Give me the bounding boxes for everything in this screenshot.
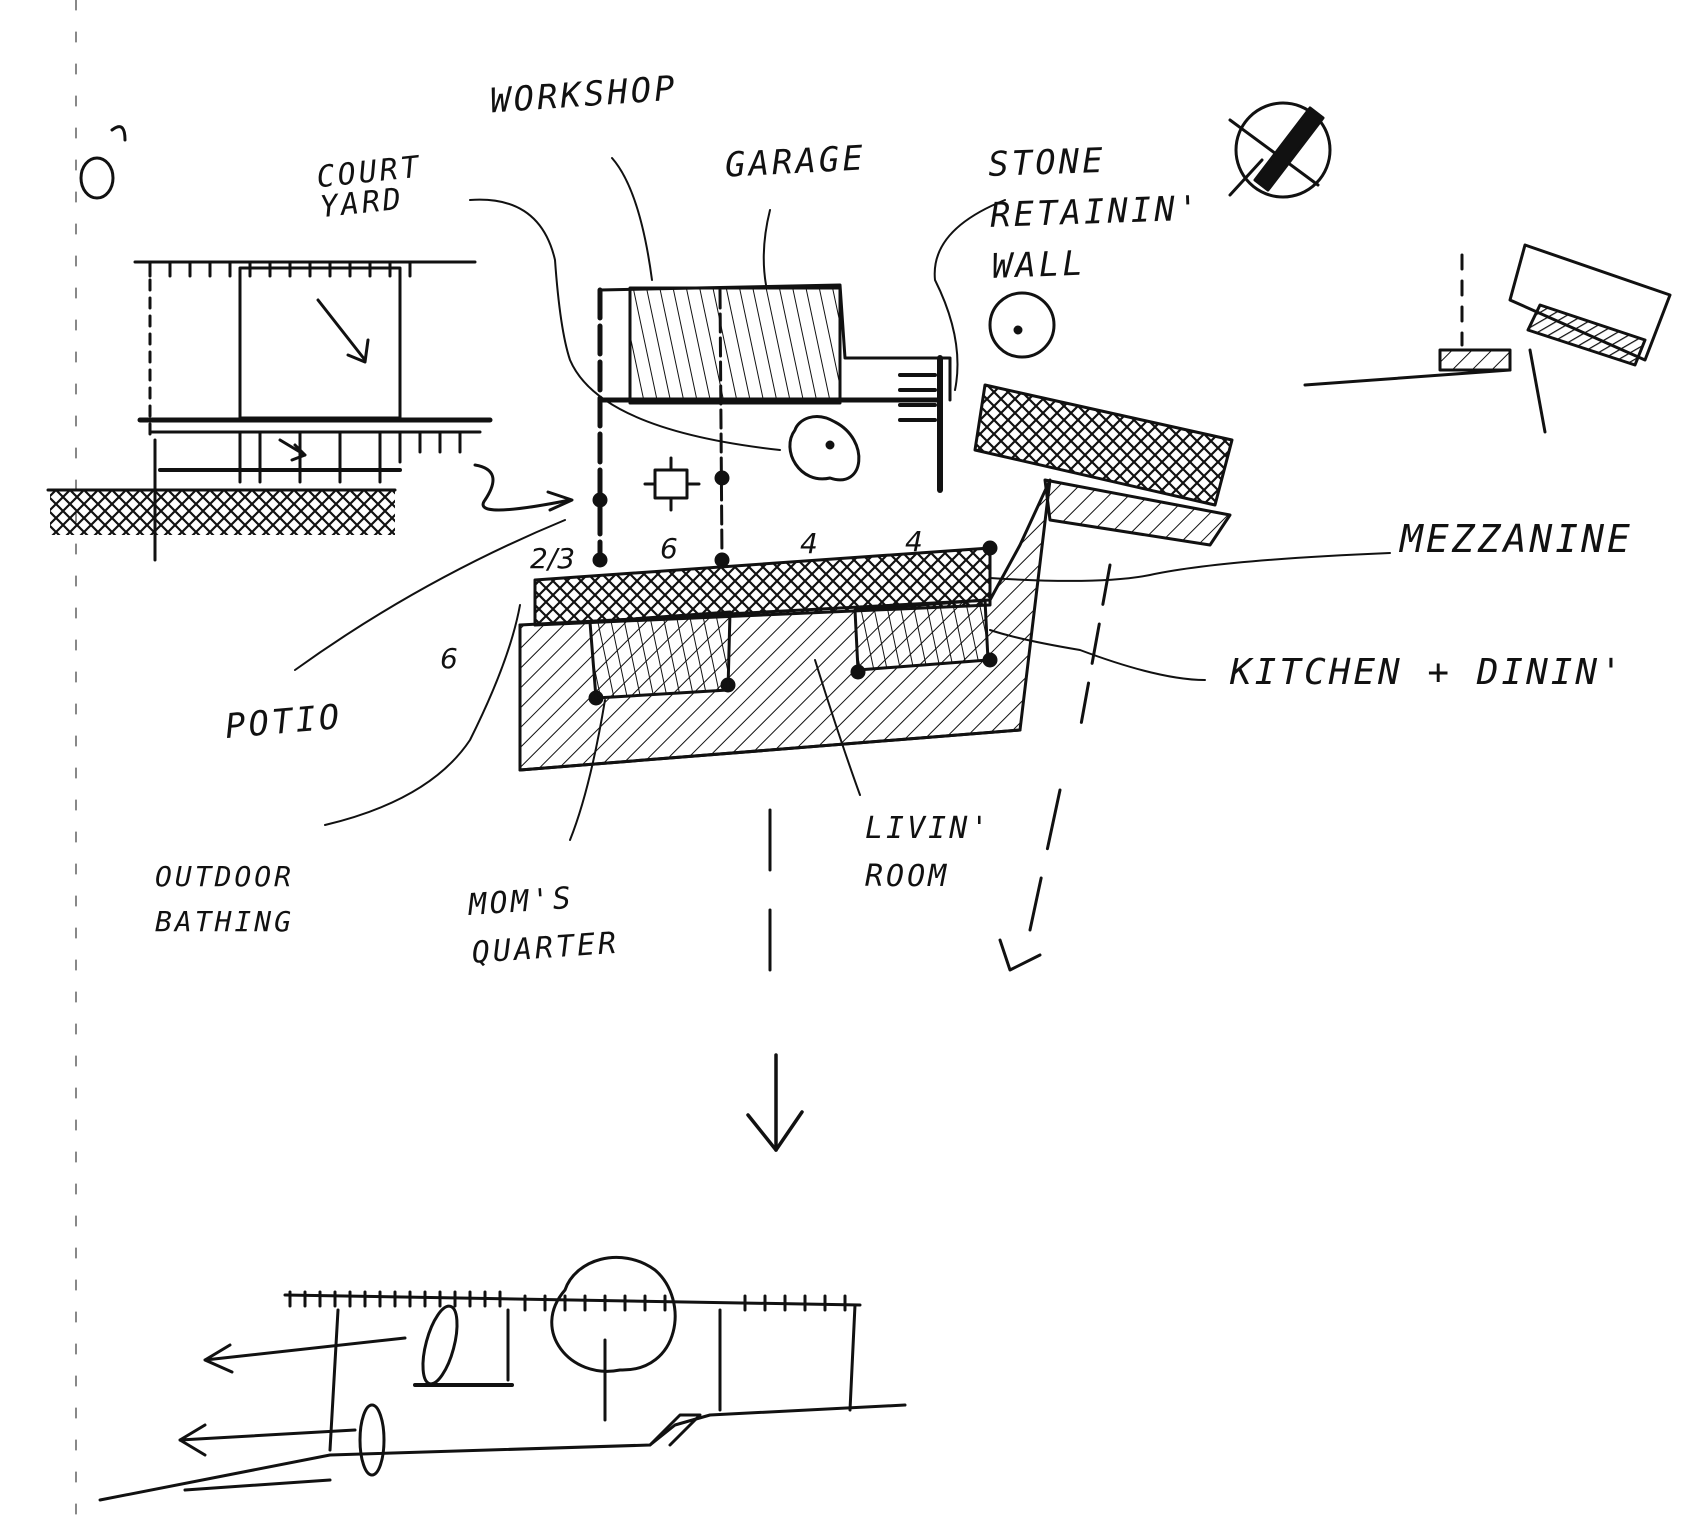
right-detail-sketch bbox=[1303, 243, 1672, 434]
number-6-top: 6 bbox=[660, 532, 678, 565]
number-4-a: 4 bbox=[800, 527, 818, 560]
main-plan bbox=[518, 283, 1234, 1002]
label-moms-quarter: MOM'S QUARTER bbox=[467, 880, 621, 971]
leader-lines bbox=[294, 157, 1391, 841]
label-kitchen-dining: KITCHEN + DININ' bbox=[1230, 652, 1625, 693]
label-living-room: LIVIN' ROOM bbox=[865, 811, 992, 894]
label-outdoor-bathing: OUTDOOR BATHING bbox=[155, 860, 295, 938]
number-2-3: 2/3 bbox=[530, 542, 576, 575]
number-6-left: 6 bbox=[440, 642, 458, 675]
label-patio: POTIO bbox=[223, 696, 344, 748]
bottom-section-sketch bbox=[98, 1255, 907, 1502]
number-4-b: 4 bbox=[905, 525, 923, 558]
label-stone-retaining-wall: STONE RETAININ' WALL bbox=[987, 140, 1202, 287]
left-section-sketch bbox=[46, 125, 574, 562]
label-garage: GARAGE bbox=[724, 138, 867, 186]
north-arrow bbox=[1228, 101, 1332, 199]
label-mezzanine: MEZZANINE bbox=[1400, 517, 1633, 561]
down-arrow bbox=[746, 1053, 804, 1152]
